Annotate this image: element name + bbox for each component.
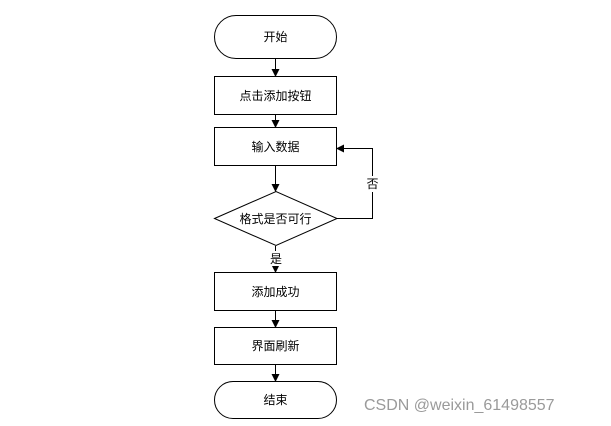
click-add-label: 点击添加按钮 bbox=[239, 88, 311, 103]
start-label: 开始 bbox=[263, 30, 287, 44]
no-label: 否 bbox=[366, 177, 378, 191]
end-label: 结束 bbox=[263, 393, 287, 407]
check-format-label: 格式是否可行 bbox=[239, 211, 311, 226]
refresh-label: 界面刷新 bbox=[251, 338, 299, 353]
watermark: CSDN @weixin_61498557 bbox=[364, 397, 555, 414]
click-add-node bbox=[214, 76, 337, 115]
input-data-label: 输入数据 bbox=[251, 139, 299, 154]
start-node bbox=[214, 15, 337, 59]
add-success-label: 添加成功 bbox=[251, 285, 299, 299]
yes-label: 是 bbox=[270, 252, 282, 266]
